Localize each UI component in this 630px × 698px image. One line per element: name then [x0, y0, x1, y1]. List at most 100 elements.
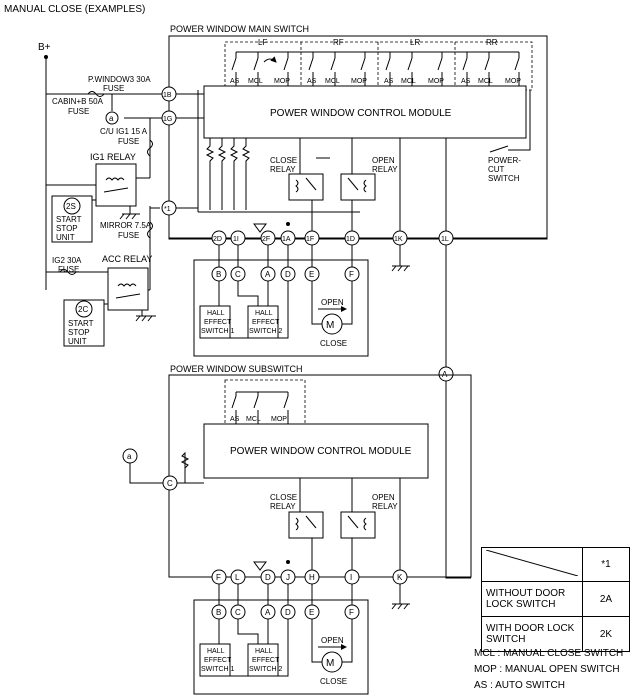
sub-switch-title: POWER WINDOW SUBSWITCH	[170, 364, 303, 374]
mm-e: E	[309, 270, 314, 279]
sub-t-k: K	[397, 573, 403, 582]
sm-close: CLOSE	[320, 677, 347, 686]
legend-header-blank	[481, 547, 583, 582]
sub-t-i: I	[350, 573, 352, 582]
sh2-l2: EFFECT	[252, 657, 280, 664]
main-open-relay-label2: RELAY	[372, 165, 398, 174]
main-bottom-terminals: 2D 1I 2F 1A 1F 1D 1K 1L	[211, 230, 454, 246]
main-switch-title: POWER WINDOW MAIN SWITCH	[170, 24, 309, 34]
rr-mop: MOP	[505, 78, 521, 85]
sh1-l1: HALL	[207, 648, 225, 655]
terminal-1l: 1L	[441, 236, 449, 243]
ig1-relay	[95, 163, 137, 207]
group-rf: RF	[333, 38, 344, 47]
acc-relay-label: ACC RELAY	[102, 254, 152, 264]
start-stop-2-line1: START	[68, 319, 94, 328]
sh1-l2: EFFECT	[204, 657, 232, 664]
mm-b: B	[216, 270, 221, 279]
sh2-l1: HALL	[255, 648, 273, 655]
sm-open: OPEN	[321, 636, 344, 645]
powercut-label1: POWER-	[488, 156, 521, 165]
sub-motor-terminals: B C A D E F	[211, 584, 360, 620]
legend-row-1-label: WITHOUT DOOR LOCK SWITCH	[481, 581, 583, 617]
cuig-fuse-label: C/U IG1 15 A	[100, 127, 148, 136]
sm-b: B	[216, 608, 221, 617]
sub-open-relay	[340, 511, 376, 539]
terminal-legend-table: *1 WITHOUT DOOR LOCK SWITCH 2A WITH DOOR…	[481, 547, 630, 652]
sub-module-label: POWER WINDOW CONTROL MODULE	[230, 446, 412, 457]
lr-as: AS	[384, 78, 394, 85]
sub-switch-group-area	[224, 379, 306, 425]
sub-control-module	[203, 423, 429, 479]
rr-as: AS	[461, 78, 471, 85]
start-stop-2-line2: STOP	[68, 328, 90, 337]
sub-t-f: F	[216, 573, 221, 582]
sm-f: F	[349, 608, 354, 617]
diagram-title: MANUAL CLOSE (EXAMPLES)	[4, 4, 145, 15]
start-stop-1-line2: STOP	[56, 224, 78, 233]
sub-t-j: J	[286, 573, 290, 582]
start-stop-1-id: 2S	[66, 202, 76, 211]
terminal-1f: 1F	[306, 236, 314, 243]
main-motor-terminals: B C A D E F	[211, 245, 360, 282]
main-module-label: POWER WINDOW CONTROL MODULE	[270, 108, 452, 119]
cabin-fuse-label: CABIN+B 50A	[52, 97, 104, 106]
sub-close-relay-label2: RELAY	[270, 502, 296, 511]
lr-mcl: MCL	[401, 78, 416, 85]
abbr-as: AS : AUTO SWITCH	[474, 680, 565, 691]
mm-c: C	[235, 270, 241, 279]
pwindow-fuse-label2: FUSE	[103, 84, 124, 93]
group-lf: LF	[258, 38, 267, 47]
legend-row-2-label: WITH DOOR LOCK SWITCH	[481, 616, 583, 652]
terminal-star1-label: *1	[164, 206, 171, 213]
powercut-label3: SWITCH	[488, 174, 520, 183]
terminal-1a: 1A	[282, 236, 291, 243]
mm-f: F	[349, 270, 354, 279]
powercut-label2: CUT	[488, 165, 505, 174]
sm-a: A	[265, 608, 271, 617]
sm-e: E	[309, 608, 314, 617]
connector-a-bottom-label: a	[127, 452, 132, 461]
start-stop-1-line3: UNIT	[56, 233, 75, 242]
sh2-l3: SWITCH 2	[249, 666, 283, 673]
mm-open: OPEN	[321, 298, 344, 307]
main-motor-unit	[193, 259, 369, 357]
legend-header-text: *1	[601, 559, 611, 570]
abbreviation-list: MCL : MANUAL CLOSE SWITCH MOP : MANUAL O…	[474, 646, 623, 694]
acc-relay	[107, 267, 149, 311]
group-rr: RR	[486, 38, 498, 47]
ig2-fuse-label: IG2 30A	[52, 256, 82, 265]
sub-motor-unit	[193, 599, 369, 695]
main-close-relay-label: CLOSE	[270, 156, 297, 165]
sm-d: D	[285, 608, 291, 617]
sub-close-relay-label: CLOSE	[270, 493, 297, 502]
mh1-l3: SWITCH 1	[201, 328, 235, 335]
terminal-1b-label: 1B	[163, 92, 172, 99]
sub-open-relay-label: OPEN	[372, 493, 395, 502]
start-stop-2-id: 2C	[78, 305, 88, 314]
sub-hall-switch-1	[199, 643, 231, 677]
main-close-relay-label2: RELAY	[270, 165, 296, 174]
sub-t-h: H	[309, 573, 315, 582]
sub-mop: MOP	[271, 416, 287, 423]
sub-hall-switch-2	[247, 643, 279, 677]
sub-terminal-c-label: C	[167, 479, 173, 488]
mh1-l1: HALL	[207, 310, 225, 317]
lf-mcl: MCL	[248, 78, 263, 85]
legend-header: *1	[582, 547, 630, 582]
connector-a-top	[105, 111, 119, 125]
ig2-fuse-label2: FUSE	[58, 265, 79, 274]
terminal-1g	[161, 110, 177, 126]
rf-mop: MOP	[351, 78, 367, 85]
main-resistors	[205, 138, 251, 210]
main-motor-m: M	[326, 320, 334, 331]
main-control-module	[203, 85, 527, 139]
terminal-1i: 1I	[233, 236, 239, 243]
rf-mcl: MCL	[325, 78, 340, 85]
terminal-2d: 2D	[213, 236, 222, 243]
start-stop-unit-2	[63, 299, 105, 347]
mirror-fuse-label: MIRROR 7.5A	[100, 221, 152, 230]
ig1-relay-label: IG1 RELAY	[90, 152, 136, 162]
mh2-l2: EFFECT	[252, 319, 280, 326]
